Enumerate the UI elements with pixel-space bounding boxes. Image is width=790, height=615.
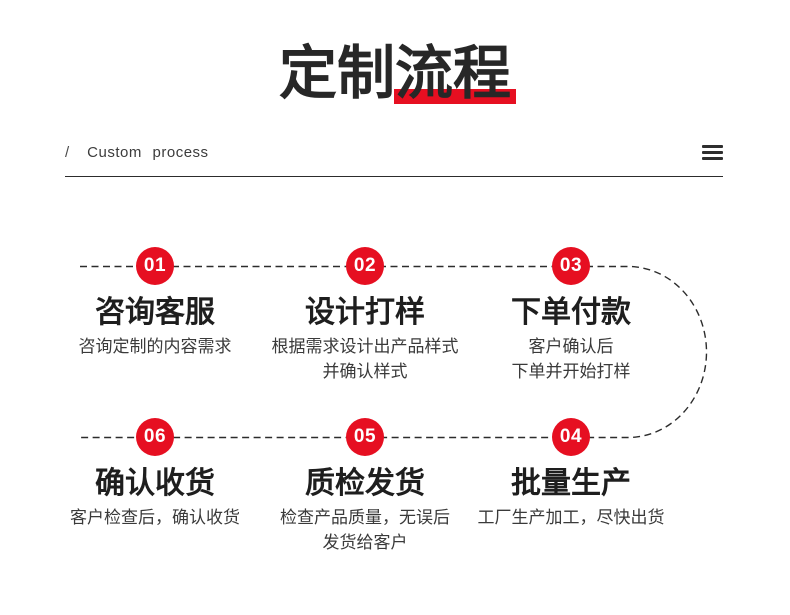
- subtitle-slash: /: [65, 144, 70, 161]
- step-number-badge: 06: [136, 418, 174, 456]
- menu-icon-bar: [702, 145, 723, 149]
- step-desc-line: 客户确认后: [528, 337, 614, 356]
- step-02: 02 设计打样 根据需求设计出产品样式 并确认样式: [245, 247, 485, 384]
- step-03: 03 下单付款 客户确认后 下单并开始打样: [451, 247, 691, 384]
- step-description: 根据需求设计出产品样式 并确认样式: [245, 334, 485, 384]
- step-description: 咨询定制的内容需求: [35, 334, 275, 359]
- title-text-plain: 定制: [278, 41, 395, 106]
- step-desc-line: 检查产品质量，无误后: [280, 508, 450, 527]
- step-title: 下单付款: [511, 296, 631, 329]
- step-title: 设计打样: [305, 296, 425, 329]
- step-05: 05 质检发货 检查产品质量，无误后 发货给客户: [245, 418, 485, 555]
- divider-line: [65, 176, 723, 178]
- step-title: 质检发货: [305, 467, 425, 500]
- step-number-badge: 02: [346, 247, 384, 285]
- step-desc-line: 并确认样式: [322, 362, 408, 381]
- step-number-badge: 04: [552, 418, 590, 456]
- step-desc-line: 发货给客户: [322, 533, 408, 552]
- step-description: 客户确认后 下单并开始打样: [451, 334, 691, 384]
- step-description: 客户检查后，确认收货: [35, 505, 275, 530]
- page-title: 定制流程: [0, 42, 790, 106]
- step-06: 06 确认收货 客户检查后，确认收货: [35, 418, 275, 530]
- hamburger-menu-icon: [702, 145, 723, 160]
- step-number-badge: 03: [552, 247, 590, 285]
- subtitle-row: / Custom process: [65, 144, 723, 161]
- menu-icon-bar: [702, 150, 723, 155]
- step-title: 咨询客服: [95, 296, 215, 329]
- step-title: 批量生产: [511, 467, 631, 500]
- step-number-badge: 05: [346, 418, 384, 456]
- step-desc-line: 根据需求设计出产品样式: [271, 337, 459, 356]
- step-number-badge: 01: [136, 247, 174, 285]
- step-description: 工厂生产加工，尽快出货: [451, 505, 691, 530]
- step-title: 确认收货: [95, 467, 215, 500]
- step-desc-line: 咨询定制的内容需求: [78, 337, 232, 356]
- subtitle-text: Custom process: [87, 144, 209, 161]
- step-01: 01 咨询客服 咨询定制的内容需求: [35, 247, 275, 359]
- step-desc-line: 下单并开始打样: [511, 362, 631, 381]
- menu-icon-bar: [702, 156, 723, 160]
- step-04: 04 批量生产 工厂生产加工，尽快出货: [451, 418, 691, 530]
- step-desc-line: 客户检查后，确认收货: [70, 508, 240, 527]
- step-description: 检查产品质量，无误后 发货给客户: [245, 505, 485, 555]
- title-text-highlighted: 流程: [393, 41, 517, 106]
- step-desc-line: 工厂生产加工，尽快出货: [477, 508, 665, 527]
